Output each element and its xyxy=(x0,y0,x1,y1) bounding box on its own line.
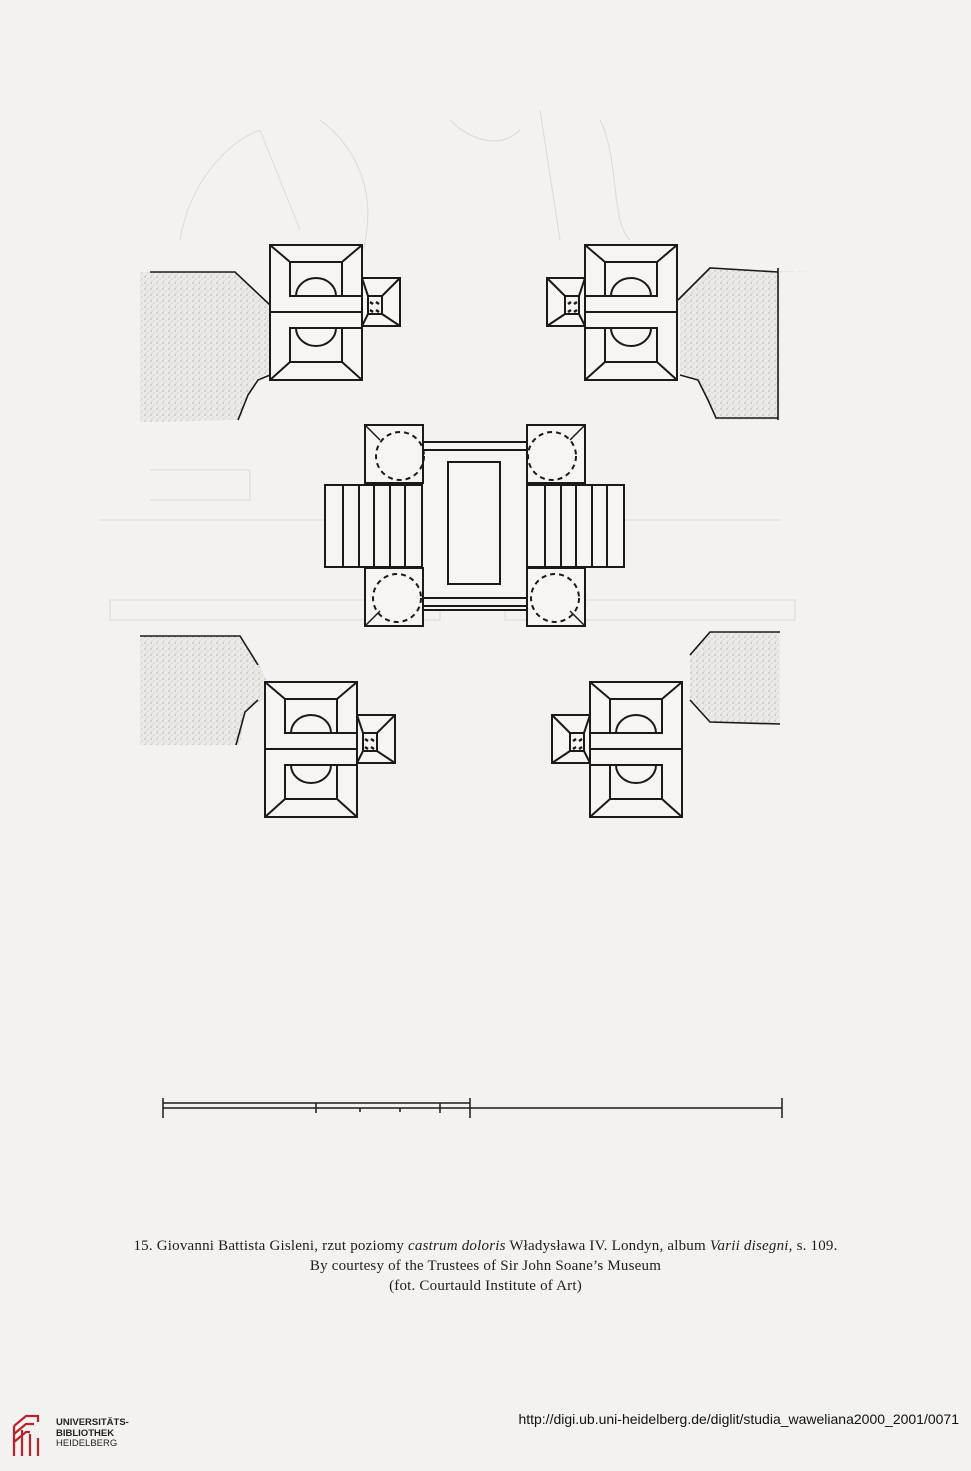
figure-caption-line1: 15. Giovanni Battista Gisleni, rzut pozi… xyxy=(133,1238,838,1254)
library-name: UNIVERSITÄTS- BIBLIOTHEK HEIDELBERG xyxy=(56,1417,129,1449)
figure-caption-line2: By courtesy of the Trustees of Sir John … xyxy=(309,1258,662,1274)
library-logo-icon xyxy=(12,1414,40,1456)
figure-caption-line3: (fot. Courtauld Institute of Art) xyxy=(389,1278,582,1294)
source-url-link[interactable]: http://digi.ub.uni-heidelberg.de/diglit/… xyxy=(518,1411,959,1427)
